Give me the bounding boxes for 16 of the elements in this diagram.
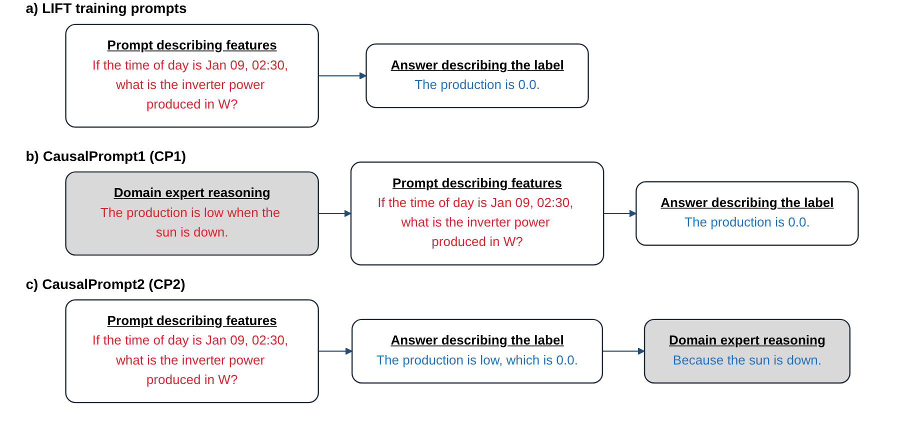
text-box: Answer describing the label The production is low, which is 0.0. <box>352 318 604 384</box>
arrow <box>318 72 367 80</box>
section-heading: c) CausalPrompt2 (CP2) <box>26 276 186 292</box>
section-heading: b) CausalPrompt1 (CP1) <box>26 148 186 164</box>
text-box: Prompt describing features If the time of day is Jan 09, 02:30, what is the inverter power produced in W? <box>65 24 319 128</box>
arrow <box>604 210 636 218</box>
text-box: Answer describing the label The production is 0.0. <box>366 43 589 108</box>
arrow <box>318 210 352 218</box>
section-heading: a) LIFT training prompts <box>26 0 187 16</box>
text-box: Prompt describing features If the time of day is Jan 09, 02:30, what is the inverter power produced in W? <box>350 162 604 266</box>
arrow <box>318 348 352 355</box>
text-box: Domain expert reasoning Because the sun is down. <box>644 318 851 384</box>
text-box: Answer describing the label The production is 0.0. <box>636 181 859 246</box>
text-box: Domain expert reasoning The production is low when the sun is down. <box>65 171 319 256</box>
text-box: Prompt describing features If the time of day is Jan 09, 02:30, what is the inverter power produced in W? <box>65 299 319 404</box>
arrow <box>602 348 645 355</box>
